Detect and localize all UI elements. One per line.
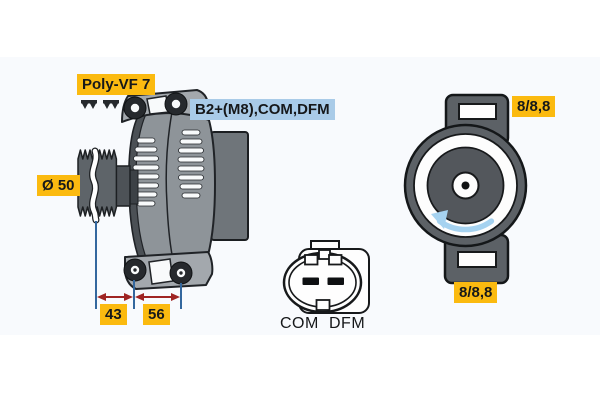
connector-diagram bbox=[282, 240, 370, 314]
dimension-lines bbox=[95, 221, 182, 309]
alternator-rear-view bbox=[403, 93, 528, 285]
dimension-43-label: 43 bbox=[100, 304, 127, 325]
terminals-label: B2+(M8),COM,DFM bbox=[190, 99, 335, 120]
connector-latch bbox=[328, 254, 343, 266]
vent-slots bbox=[132, 129, 205, 207]
belt-profile-icon bbox=[81, 100, 97, 109]
connector-latch bbox=[304, 254, 319, 266]
pulley-hub bbox=[115, 165, 131, 207]
bottom-lug-slot bbox=[457, 251, 497, 268]
alternator-side-view bbox=[77, 89, 249, 290]
pulley-type-label: Poly-VF 7 bbox=[77, 74, 156, 95]
rotation-arrow-icon bbox=[431, 210, 495, 233]
dimension-arrows bbox=[97, 293, 180, 301]
mounting-top-label: 8/8,8 bbox=[512, 96, 556, 117]
bottom-mounting-bracket bbox=[123, 251, 214, 290]
housing-seam bbox=[165, 111, 174, 261]
pulley-diameter-label: Ø 50 bbox=[37, 175, 80, 196]
connector-pin-dfm bbox=[327, 277, 344, 285]
rear-housing-block bbox=[210, 131, 249, 241]
connector-pin-label-dfm: DFM bbox=[329, 315, 366, 332]
shaft-center-dot bbox=[461, 181, 470, 190]
extension-lines bbox=[95, 221, 182, 309]
top-mounting-bracket bbox=[121, 89, 210, 123]
connector-bottom-notch bbox=[315, 299, 331, 311]
mounting-bottom-label: 8/8,8 bbox=[454, 282, 498, 303]
belt-profile-icon bbox=[103, 100, 119, 109]
connector-pin-com bbox=[302, 277, 319, 285]
top-lug-slot bbox=[458, 103, 497, 120]
belt-profile-icons bbox=[81, 100, 119, 109]
connector-pin-label-com: COM bbox=[280, 315, 319, 332]
break-line bbox=[90, 148, 99, 223]
pulley bbox=[77, 147, 139, 224]
dimension-56-label: 56 bbox=[143, 304, 170, 325]
